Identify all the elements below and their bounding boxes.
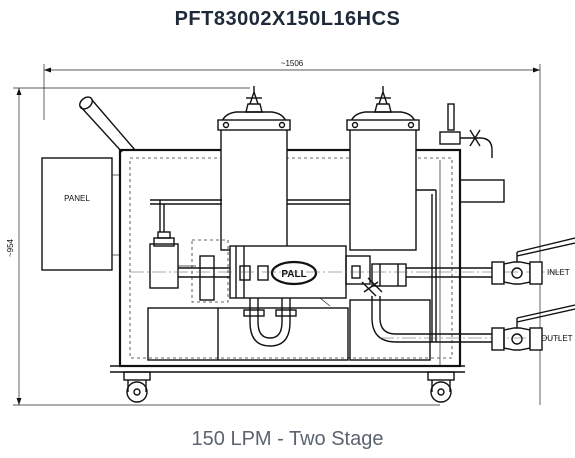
height-dimension: ~954: [6, 87, 440, 406]
inlet-label: INLET: [547, 268, 570, 277]
product-code-title: PFT83002X150L16HCS: [174, 8, 401, 30]
push-handle: [79, 96, 136, 153]
strainer: [361, 263, 407, 297]
outlet-label: OUTLET: [541, 334, 573, 343]
base-tray: [147, 299, 431, 361]
u-bend-piping: [243, 296, 492, 347]
pump-motor-assembly: PALL: [191, 239, 371, 307]
width-dimension: ~1506: [43, 59, 541, 405]
width-dimension-label: ~1506: [281, 59, 304, 68]
inlet-line: [130, 267, 560, 278]
pall-logo: PALL: [281, 269, 306, 280]
height-dimension-label: ~954: [6, 238, 15, 257]
control-panel: PANEL: [41, 157, 120, 271]
vent-valve: [439, 103, 493, 158]
flow-rate-caption: 150 LPM - Two Stage: [191, 428, 384, 450]
skid-frame: [110, 148, 505, 373]
castor-wheel-left: [123, 371, 151, 403]
filter-housing-1: [217, 86, 291, 251]
outlet-valve: OUTLET: [380, 304, 575, 351]
filter-housing-2: [346, 86, 420, 251]
panel-label: PANEL: [64, 194, 90, 203]
inlet-valve: INLET: [491, 237, 575, 285]
pressure-sensor: [149, 231, 196, 289]
castor-wheel-right: [427, 371, 455, 403]
